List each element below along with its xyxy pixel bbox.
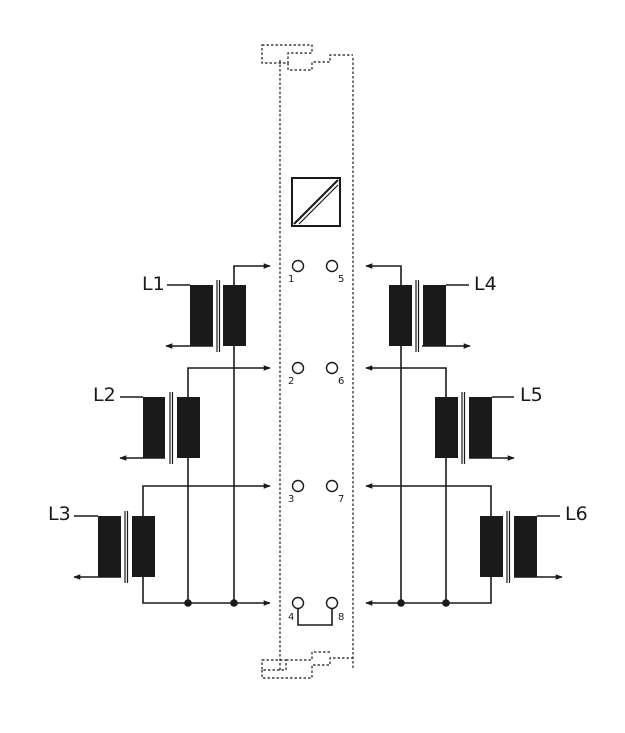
coil-l2 — [143, 392, 200, 464]
coil-l1 — [190, 280, 246, 352]
terminal-2 — [291, 361, 305, 375]
coil-l5 — [435, 392, 492, 464]
terminal-label-7: 7 — [338, 494, 344, 505]
terminal-label-1: 1 — [288, 274, 294, 285]
coil-l4 — [389, 280, 446, 352]
terminal-label-4: 4 — [288, 612, 294, 623]
coil-label-l1: L1 — [142, 273, 165, 295]
terminal-label-3: 3 — [288, 494, 294, 505]
coil-label-l6: L6 — [565, 503, 588, 525]
terminal-5 — [325, 259, 339, 273]
coil-label-l3: L3 — [48, 503, 71, 525]
terminal-3 — [291, 479, 305, 493]
terminal-label-5: 5 — [338, 274, 344, 285]
coil-label-l5: L5 — [520, 384, 543, 406]
terminal-label-6: 6 — [338, 376, 344, 387]
coil-l3 — [98, 511, 155, 583]
terminal-bridge — [297, 608, 333, 626]
coil-label-l4: L4 — [474, 273, 497, 295]
converter-symbol-icon — [291, 177, 341, 227]
module-outline — [261, 44, 354, 679]
coil-l6 — [480, 511, 537, 583]
terminal-8 — [325, 596, 339, 610]
coil-label-l2: L2 — [93, 384, 116, 406]
terminal-label-8: 8 — [338, 612, 344, 623]
terminal-7 — [325, 479, 339, 493]
terminal-block: 1 2 3 4 5 6 7 8 — [288, 259, 344, 626]
terminal-4 — [291, 596, 305, 610]
terminal-6 — [325, 361, 339, 375]
terminal-1 — [291, 259, 305, 273]
terminal-label-2: 2 — [288, 376, 294, 387]
